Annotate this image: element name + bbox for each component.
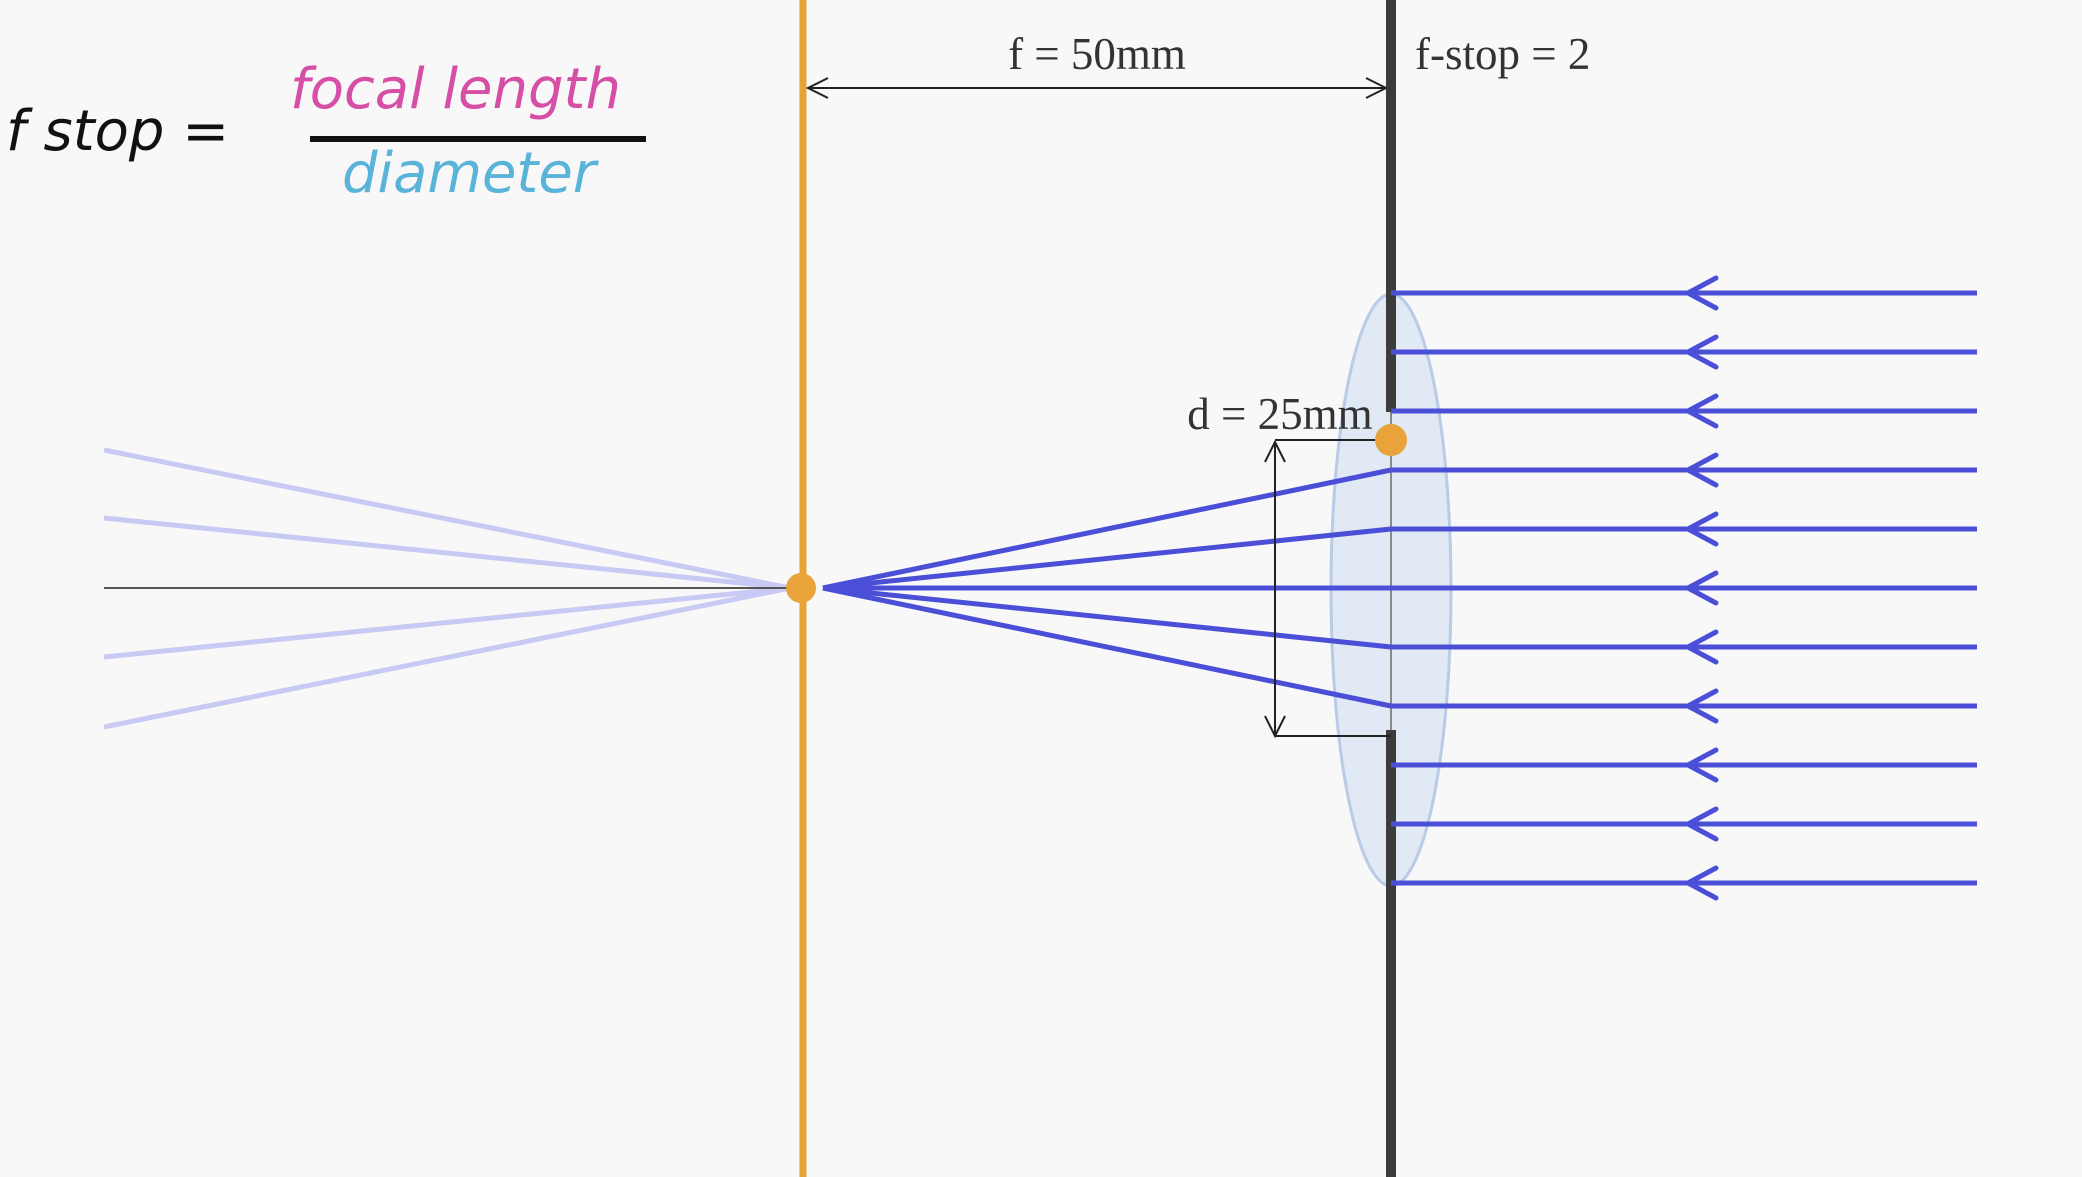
arrowhead-left-icon [1682, 629, 1719, 665]
focal-length-dimension [805, 77, 1389, 99]
incoming-ray [1391, 688, 1977, 724]
arrowhead-left-icon [1682, 511, 1719, 547]
focal-point-dot [786, 573, 816, 603]
arrowhead-left-icon [1682, 806, 1719, 842]
converging-ray [822, 526, 1392, 591]
diverging-ray [103, 515, 791, 591]
formula-denominator: diameter [342, 141, 599, 206]
converging-ray [822, 585, 1392, 709]
diameter-label: d = 25mm [1187, 389, 1372, 439]
incoming-ray [1391, 334, 1977, 370]
diverging-ray [103, 585, 791, 730]
diverging-ray [103, 447, 791, 591]
diverging-rays [103, 447, 791, 730]
diameter-dimension [1264, 439, 1391, 739]
arrowhead-left-icon [1682, 452, 1719, 488]
converging-ray [822, 585, 1392, 650]
arrowhead-left-icon [1682, 688, 1719, 724]
incoming-ray [1391, 806, 1977, 842]
diverging-ray [103, 585, 791, 660]
incoming-ray [1391, 275, 1977, 311]
incoming-ray [1391, 570, 1977, 606]
incoming-ray [1391, 629, 1977, 665]
incoming-rays [1391, 275, 1977, 901]
incoming-ray [1391, 865, 1977, 901]
arrowhead-left-icon [1682, 334, 1719, 370]
incoming-ray [1391, 452, 1977, 488]
fstop-label: f-stop = 2 [1415, 29, 1590, 79]
formula-numerator: focal length [290, 57, 621, 122]
formula: f stop = focal length diameter [6, 57, 646, 206]
aperture-edge-dot [1375, 424, 1407, 456]
arrowhead-left-icon [1682, 393, 1719, 429]
arrowhead-left-icon [1682, 570, 1719, 606]
focal-length-label: f = 50mm [1008, 29, 1186, 79]
converging-ray [822, 467, 1392, 591]
incoming-ray [1391, 511, 1977, 547]
incoming-ray [1391, 747, 1977, 783]
incoming-ray [1391, 393, 1977, 429]
arrowhead-left-icon [1682, 747, 1719, 783]
formula-lhs: f stop = [6, 99, 229, 164]
arrowhead-left-icon [1682, 865, 1719, 901]
converging-rays [822, 467, 1392, 709]
arrowhead-left-icon [1682, 275, 1719, 311]
